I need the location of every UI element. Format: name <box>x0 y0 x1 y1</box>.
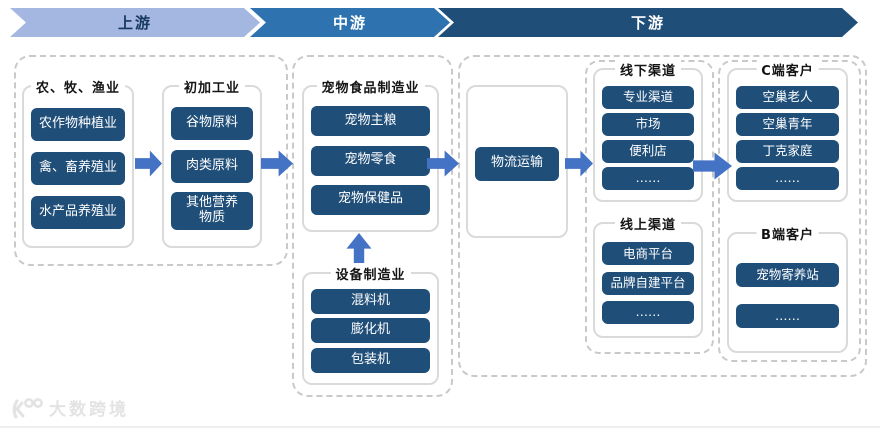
item-bend-ellipsis: …… <box>736 304 839 328</box>
group-c-end-customers-title: C端客户 <box>756 60 819 79</box>
banner-upstream: 上游 <box>10 8 260 37</box>
item-mixer-machine: 混料机 <box>311 288 430 314</box>
item-dink-family: 丁克家庭 <box>736 140 839 163</box>
group-equipment-manufacturing-title: 设备制造业 <box>330 264 411 283</box>
downstream-section <box>458 55 867 377</box>
watermark-logo-icon <box>10 396 44 420</box>
item-cend-ellipsis: …… <box>736 167 839 190</box>
item-pet-staple-food: 宠物主粮 <box>311 106 430 137</box>
group-c-end-customers: C端客户 空巢老人 空巢青年 丁克家庭 …… <box>727 60 848 202</box>
item-grain-materials: 谷物原料 <box>171 106 253 140</box>
bottom-edge-line <box>0 426 880 428</box>
item-brand-platform: 品牌自建平台 <box>602 271 694 295</box>
group-offline-channels: 线下渠道 专业渠道 市场 便利店 …… <box>593 60 703 202</box>
item-professional-channel: 专业渠道 <box>602 86 694 109</box>
group-online-channels-title: 线上渠道 <box>614 214 682 233</box>
item-convenience-store: 便利店 <box>602 140 694 163</box>
group-logistics: 物流运输 <box>466 85 568 238</box>
group-b-end-customers-title: B端客户 <box>756 224 819 243</box>
item-crop-farming: 农作物种植业 <box>31 108 125 141</box>
item-pet-supplements: 宠物保健品 <box>311 184 430 215</box>
group-pet-food-manufacturing: 宠物食品制造业 宠物主粮 宠物零食 宠物保健品 <box>302 77 439 232</box>
item-aquaculture: 水产品养殖业 <box>31 196 125 229</box>
group-primary-processing-title: 初加工业 <box>178 77 246 96</box>
item-logistics-transport: 物流运输 <box>475 146 559 181</box>
item-market: 市场 <box>602 113 694 136</box>
item-meat-materials: 肉类原料 <box>171 149 253 183</box>
group-b-end-customers: B端客户 宠物寄养站 …… <box>727 224 848 353</box>
banner-downstream: 下游 <box>438 8 858 37</box>
group-pet-food-manufacturing-title: 宠物食品制造业 <box>316 77 425 96</box>
item-offline-ellipsis: …… <box>602 167 694 190</box>
watermark-text: 大数跨境 <box>49 400 129 420</box>
item-pet-boarding-station: 宠物寄养站 <box>736 263 839 287</box>
item-packing-machine: 包装机 <box>311 347 430 373</box>
item-other-nutrients: 其他营养物质 <box>171 192 253 231</box>
group-offline-channels-title: 线下渠道 <box>614 60 682 79</box>
banner-midstream: 中游 <box>250 8 450 37</box>
midstream-section <box>292 55 453 397</box>
item-poultry-livestock: 禽、畜养殖业 <box>31 152 125 185</box>
item-empty-nest-elderly: 空巢老人 <box>736 86 839 109</box>
group-agriculture: 农、牧、渔业 农作物种植业 禽、畜养殖业 水产品养殖业 <box>22 77 134 248</box>
group-agriculture-title: 农、牧、渔业 <box>30 77 126 96</box>
group-primary-processing: 初加工业 谷物原料 肉类原料 其他营养物质 <box>162 77 262 248</box>
item-pet-snacks: 宠物零食 <box>311 145 430 176</box>
watermark: 大数跨境 <box>10 395 129 420</box>
group-online-channels: 线上渠道 电商平台 品牌自建平台 …… <box>593 214 703 338</box>
item-extruder-machine: 膨化机 <box>311 318 430 343</box>
item-ecommerce-platform: 电商平台 <box>602 242 694 266</box>
item-empty-nest-youth: 空巢青年 <box>736 113 839 136</box>
item-online-ellipsis: …… <box>602 300 694 324</box>
group-equipment-manufacturing: 设备制造业 混料机 膨化机 包装机 <box>302 264 439 385</box>
